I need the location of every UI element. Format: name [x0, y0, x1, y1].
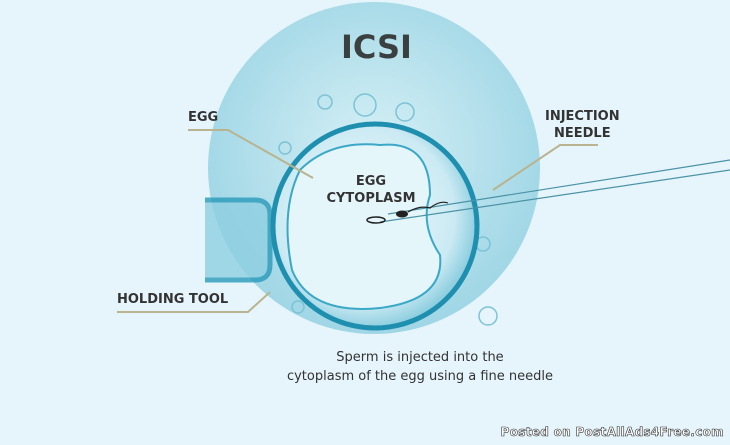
cytoplasm-label-line1: EGG [355, 174, 387, 189]
needle-label-line1: INJECTION [545, 109, 620, 124]
pointer-lines [117, 129, 598, 313]
cytoplasm-label-line2: CYTOPLASM [326, 191, 416, 206]
caption-line2: cytoplasm of the egg using a fine needle [286, 369, 554, 384]
title: ICSI [341, 28, 412, 66]
watermark: Posted on PostAllAds4Free.com [500, 425, 724, 440]
cytoplasm-label: EGG CYTOPLASM [316, 173, 426, 207]
needle-label-line2: NEEDLE [554, 126, 611, 141]
egg-label: EGG [188, 110, 219, 125]
egg-cytoplasm [286, 143, 442, 310]
injection-needle [366, 159, 730, 224]
needle-label: INJECTION NEEDLE [545, 108, 620, 142]
holding-tool-label: HOLDING TOOL [117, 292, 229, 307]
caption: Sperm is injected into the cytoplasm of … [270, 348, 570, 386]
holding-tool [205, 197, 273, 283]
caption-line1: Sperm is injected into the [336, 350, 504, 365]
